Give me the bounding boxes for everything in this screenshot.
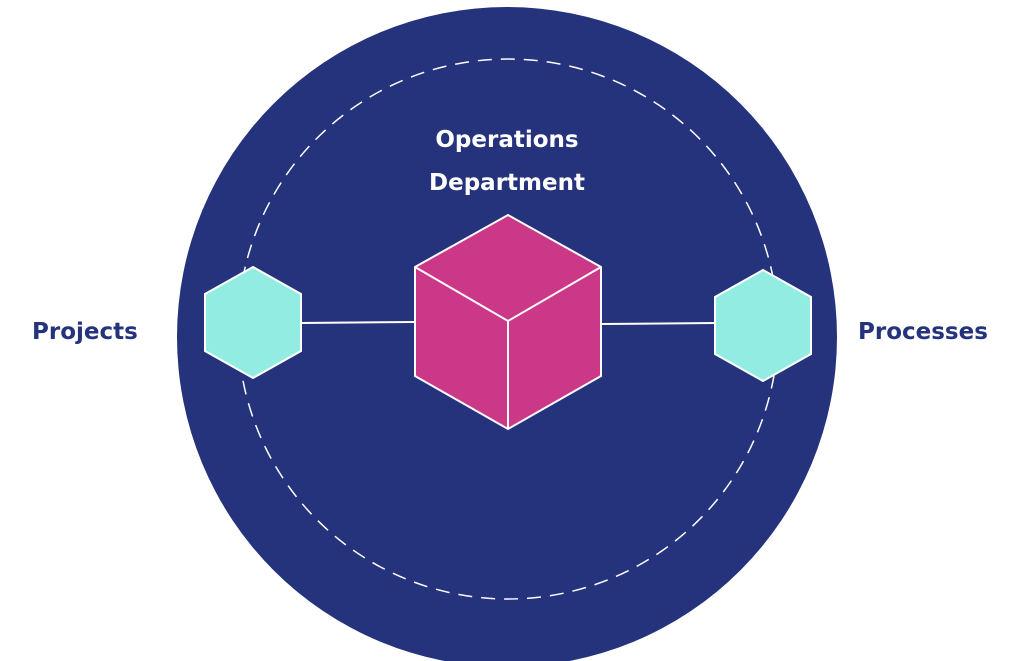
connector-line-left: [299, 321, 417, 324]
cube-icon: [414, 213, 602, 431]
hexagon-node-left: [204, 265, 302, 380]
hexagon-node-right: [714, 268, 812, 383]
projects-label: Projects: [32, 319, 138, 345]
title-line-1: Operations: [435, 127, 578, 153]
processes-label: Processes: [858, 319, 988, 345]
title-line-2: Department: [429, 170, 585, 196]
connector-line-right: [600, 322, 717, 325]
